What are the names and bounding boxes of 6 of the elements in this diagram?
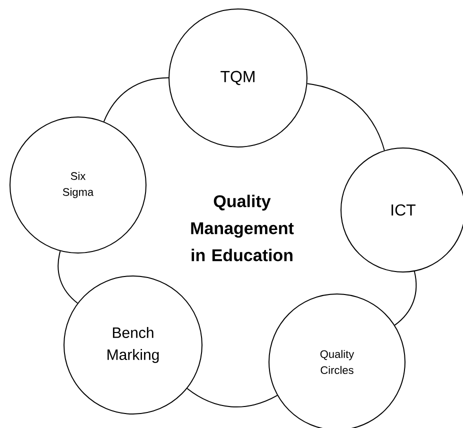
center-text: Quality Management in Education: [191, 194, 294, 262]
ring-arc: [58, 250, 78, 304]
ring-arc: [186, 388, 278, 408]
ring-arc: [394, 270, 417, 326]
ring-arc: [103, 77, 169, 122]
ring-arc: [306, 83, 385, 151]
